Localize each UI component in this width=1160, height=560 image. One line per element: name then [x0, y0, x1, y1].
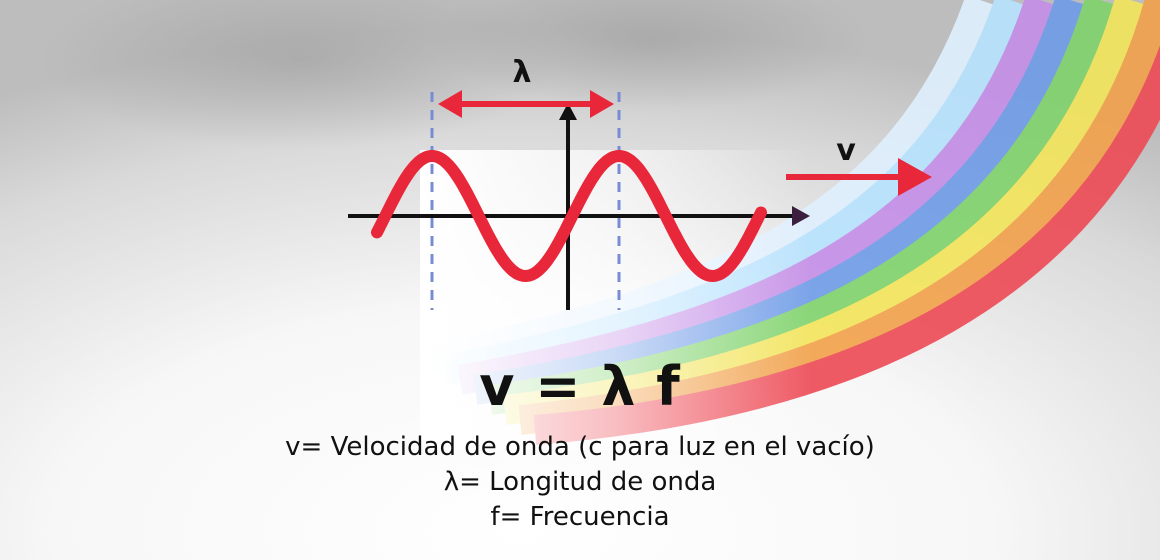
y-axis-arrowhead: [559, 103, 577, 120]
legend-frequency: f= Frecuencia: [490, 502, 670, 532]
legend-velocity: v= Velocidad de onda (c para luz en el v…: [285, 432, 875, 462]
velocity-arrow: [786, 158, 932, 196]
velocity-label: v: [836, 133, 856, 168]
cloud-shape: [40, 0, 560, 150]
legend-wavelength: λ= Longitud de onda: [443, 467, 717, 497]
x-axis-arrowhead: [792, 206, 810, 226]
wave-formula: v = λ f: [479, 355, 681, 418]
wavelength-label: λ: [513, 55, 532, 90]
cloud-shape: [430, 0, 870, 110]
variable-legend: v= Velocidad de onda (c para luz en el v…: [0, 430, 1160, 535]
rainbow-fade: [420, 150, 980, 450]
sine-wave: [371, 149, 767, 283]
wavelength-arrow: [438, 90, 614, 118]
